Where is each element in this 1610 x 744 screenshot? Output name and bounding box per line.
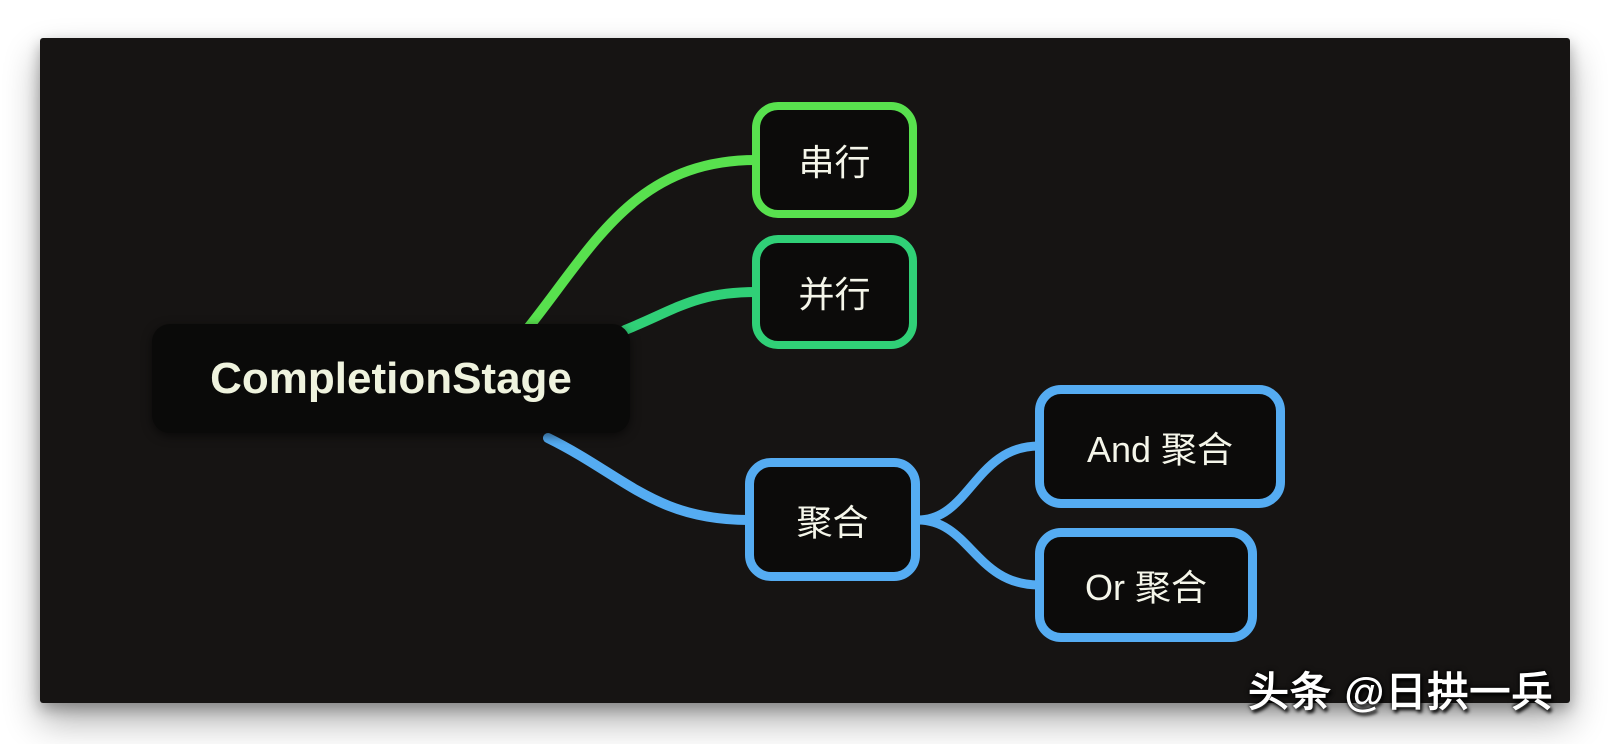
node-or-aggregate-label: Or 聚合 xyxy=(1085,567,1207,608)
node-parallel[interactable]: 并行 xyxy=(752,235,917,349)
edge-root-aggregate xyxy=(543,433,754,525)
node-and-aggregate[interactable]: And 聚合 xyxy=(1035,385,1285,508)
node-serial-label: 串行 xyxy=(798,142,871,183)
edge-root-serial xyxy=(515,155,761,343)
edge-layer xyxy=(515,155,1044,590)
node-or-aggregate[interactable]: Or 聚合 xyxy=(1035,528,1257,642)
watermark-toutiao: 头条 @日拱一兵 xyxy=(1248,669,1554,715)
edge-aggregate-or xyxy=(913,515,1044,590)
edge-root-parallel xyxy=(620,287,761,335)
node-and-aggregate-label: And 聚合 xyxy=(1086,428,1234,470)
node-aggregate-label: 聚合 xyxy=(796,501,869,543)
node-completionstage-label: CompletionStage xyxy=(210,353,572,403)
node-parallel-label: 并行 xyxy=(798,274,871,315)
node-aggregate[interactable]: 聚合 xyxy=(745,458,920,581)
node-completionstage[interactable]: CompletionStage xyxy=(152,324,630,433)
edge-aggregate-and xyxy=(913,441,1044,525)
mindmap-canvas: CompletionStage 串行 并行 聚合 And 聚合 Or 聚合 xyxy=(40,38,1570,703)
node-serial[interactable]: 串行 xyxy=(752,102,917,218)
